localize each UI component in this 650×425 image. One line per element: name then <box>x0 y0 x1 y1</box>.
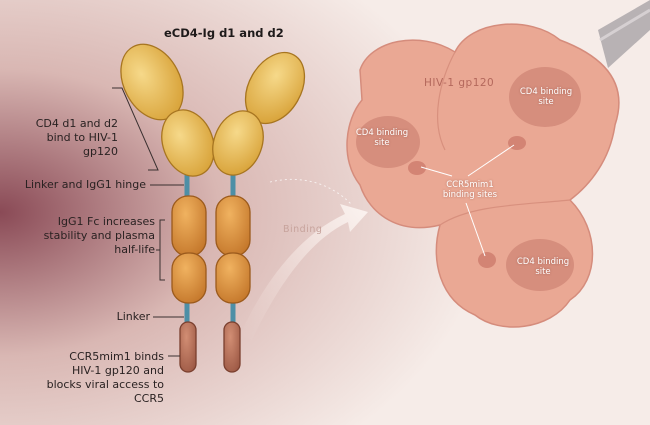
gp120-title: HIV-1 gp120 <box>424 77 495 89</box>
gp120-ccr5mim1-sites-label: CCR5mim1 binding sites <box>442 180 498 200</box>
igg1-fc-domains <box>171 195 251 304</box>
binding-arrow <box>240 204 368 340</box>
cd4-domains-right <box>212 51 306 176</box>
label-igg1-fc: IgG1 Fc increases stability and plasma h… <box>43 215 155 256</box>
label-cd4-domains: CD4 d1 and d2 bind to HIV-1 gp120 <box>35 117 118 158</box>
leader-lines <box>112 87 184 357</box>
binding-label: Binding <box>283 224 323 235</box>
cd4-site-top-right-patch <box>509 67 581 127</box>
gp120-cd4-site-bottom-right-label: CD4 binding site <box>516 257 570 277</box>
gp120-cd4-site-top-right-label: CD4 binding site <box>519 87 573 107</box>
cd4-domains-left <box>120 43 215 177</box>
ccr5mim1-peptides <box>179 321 241 373</box>
gp120-cd4-site-left-label: CD4 binding site <box>355 128 409 148</box>
cd4-site-bottom-right-patch <box>506 239 574 291</box>
gp120-trimer <box>346 23 620 328</box>
label-linker-hinge: Linker and IgG1 hinge <box>24 178 146 191</box>
label-ccr5mim1: CCR5mim1 binds HIV-1 gp120 and blocks vi… <box>46 350 164 405</box>
stalk-highlight <box>599 8 650 42</box>
cd4-site-left-patch <box>356 116 420 168</box>
label-linker: Linker <box>116 310 150 323</box>
diagram-title: eCD4-Ig d1 and d2 <box>164 26 284 40</box>
